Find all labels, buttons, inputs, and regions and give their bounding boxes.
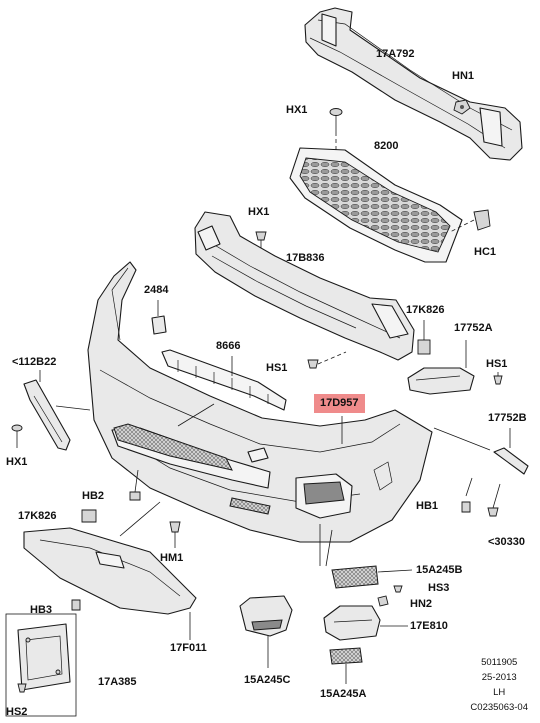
callout-HB1: HB1 [416,500,439,512]
screw-HS1-right [493,372,503,385]
callout-HX1-left: HX1 [6,456,28,468]
callout-112B22: <112B22 [12,356,57,368]
callout-17B836: 17B836 [286,252,325,264]
document-info: 5011905 25-2013 LH C0235063-04 [470,655,528,715]
callout-15A245A: 15A245A [320,688,367,700]
bracket-17K826-right [417,320,431,355]
callout-17K826-left: 17K826 [18,510,57,522]
screw-HS1-mid [307,351,347,369]
callout-17D957: 17D957 [314,394,365,413]
fog-lamp-17E810 [323,605,408,641]
callout-HS2: HS2 [6,706,28,718]
callout-HX1-mid: HX1 [248,206,270,218]
callout-HS3: HS3 [428,582,450,594]
callout-17752B: 17752B [488,412,527,424]
screw-HS2 [17,683,27,693]
bracket-17K826-left [81,509,97,523]
lamp-bezel-17752A [407,340,475,395]
callout-17A792: 17A792 [376,48,415,60]
doc-number: 5011905 [481,657,518,668]
bumper-cover-17D957 [87,261,433,543]
callout-HB2: HB2 [82,490,105,502]
bracket-2484 [151,300,167,335]
side-bracket-112B22 [23,370,71,451]
callout-17A385: 17A385 [98,676,137,688]
nut-HN2 [377,595,389,607]
bolt-HB2 [129,469,141,501]
screw-30330 [487,483,501,517]
callout-HS1-right: HS1 [486,358,508,370]
callout-30330: <30330 [488,536,526,548]
callout-8666: 8666 [216,340,241,352]
grille-15A245B [331,565,413,589]
grille-8200 [289,147,463,263]
lamp-bezel-17752B [433,427,529,475]
nut-HN1 [453,99,471,115]
figure-code: C0235063-04 [470,702,528,713]
callout-HM1: HM1 [160,552,184,564]
grille-15A245A [329,647,363,684]
screw-HS3 [393,585,403,593]
upper-support-17B836 [194,211,415,361]
callout-HN1: HN1 [452,70,475,82]
callout-HC1: HC1 [474,246,497,258]
doc-date: 25-2013 [481,672,517,683]
callout-8200: 8200 [374,140,399,152]
callout-17K826-right: 17K826 [406,304,445,316]
clip-HC1 [449,209,491,233]
bumper-beam-17A792 [304,7,523,161]
callout-17E810: 17E810 [410,620,448,632]
callout-HS1-mid: HS1 [266,362,288,374]
callout-HN2: HN2 [410,598,433,610]
callout-HX1-top: HX1 [286,104,308,116]
screw-HX1-left [11,424,23,448]
screw-HX1-top [329,108,343,150]
undertray-17F011 [23,527,197,615]
bolt-HB1 [461,477,473,513]
fastener-HM1 [169,521,181,548]
strip-8666 [161,349,287,411]
callout-15A245C: 15A245C [244,674,291,686]
cover-15A245C [239,595,293,668]
callout-17F011: 17F011 [170,642,207,654]
bolt-HB3 [71,599,81,611]
callout-17752A: 17752A [454,322,493,334]
callout-15A245B: 15A245B [416,564,463,576]
plate-bracket-17A385 [5,613,77,717]
callout-HB3: HB3 [30,604,53,616]
doc-side: LH [493,687,506,698]
callout-2484: 2484 [144,284,169,296]
